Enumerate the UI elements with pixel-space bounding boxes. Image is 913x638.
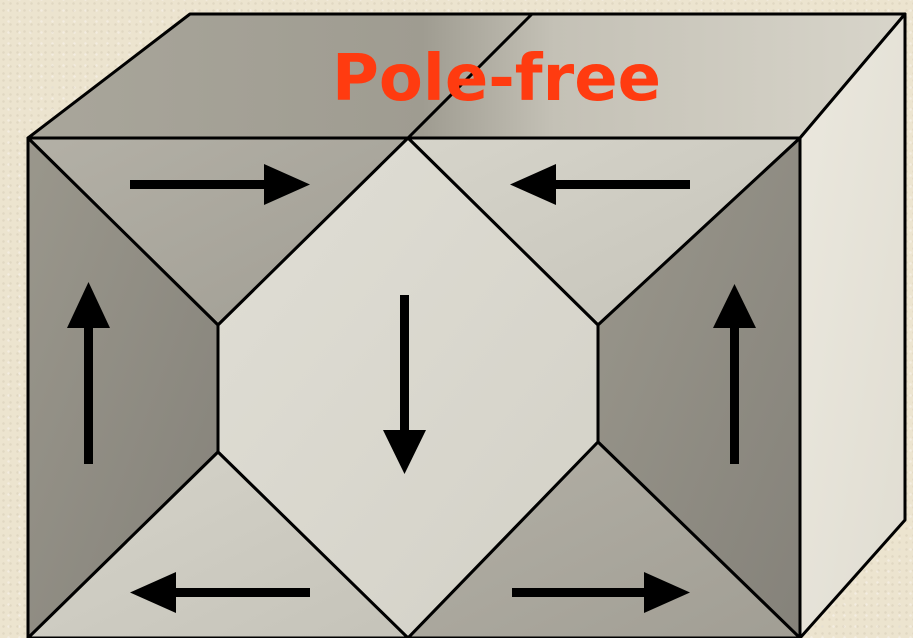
arrow-bottom-right-right-arrow-icon [512, 572, 690, 613]
arrow-center-down-arrow-icon [383, 295, 426, 474]
domain-bottom-right [406, 440, 802, 638]
domain-bottom-left [26, 450, 410, 638]
arrow-bottom-left-left-arrow-icon [130, 572, 310, 613]
arrow-left-up-arrow-icon [67, 282, 110, 464]
arrow-right-up-arrow-icon [713, 284, 756, 464]
diagram-title: Pole-free [332, 42, 661, 116]
arrow-top-right-left-arrow-icon [510, 164, 690, 205]
top-face-divider [406, 12, 534, 140]
arrow-top-left-right-arrow-icon [130, 164, 310, 205]
